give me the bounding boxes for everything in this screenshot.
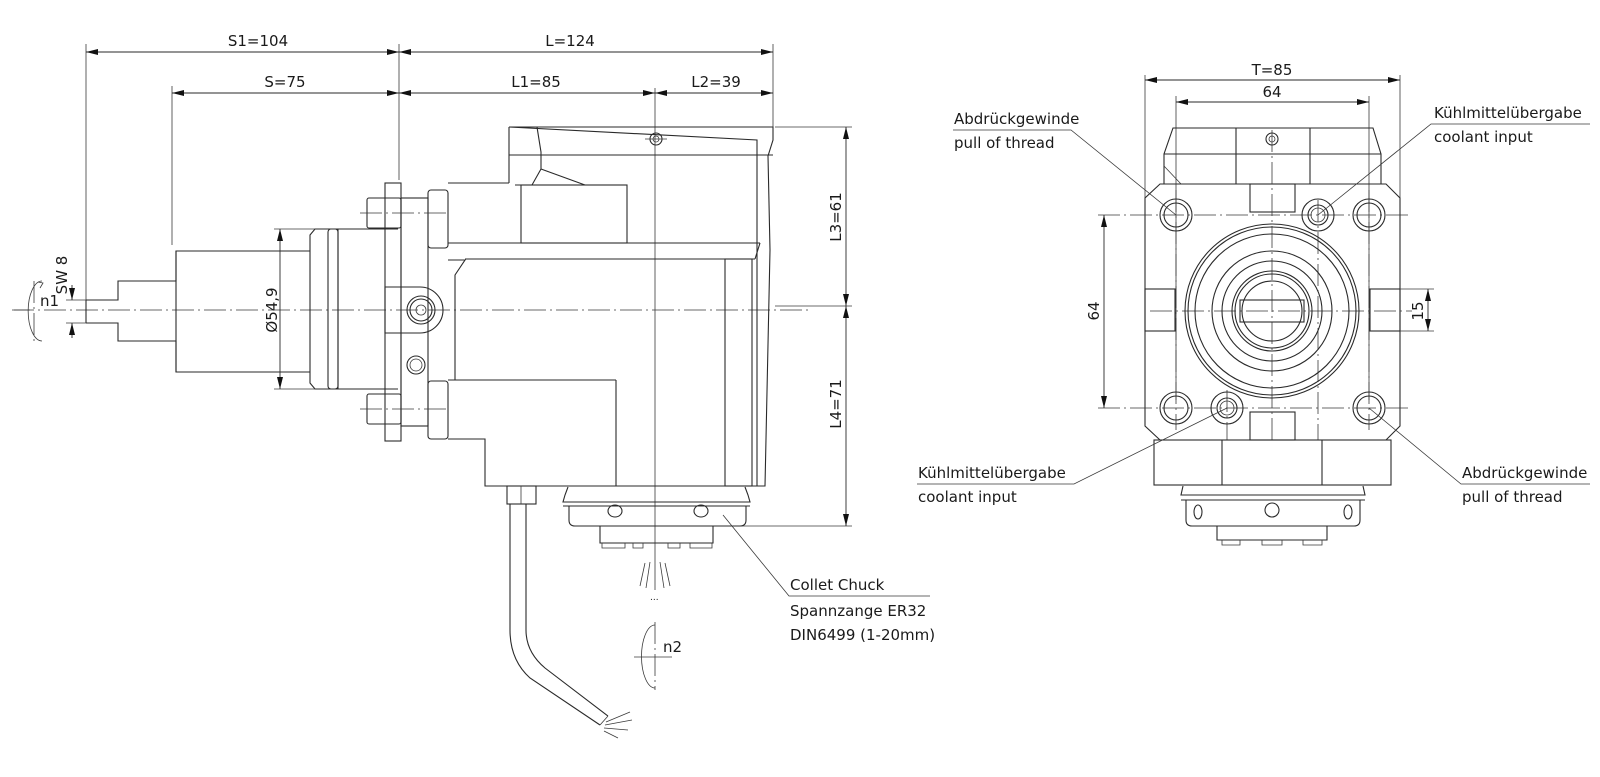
motor-block-top (1163, 127, 1382, 185)
coolant-port-icon (1210, 198, 1335, 425)
dimension-width-64: 64 (1176, 83, 1369, 105)
dimension-width-64-label: 64 (1262, 83, 1281, 101)
dimension-s-label: S=75 (264, 73, 305, 91)
dimension-diameter: Ø54,9 (263, 229, 283, 389)
callout-pull-thread-top: Abdrückgewinde pull of thread (953, 110, 1177, 216)
dimension-s: S=75 (172, 73, 399, 96)
dimension-s1: S1=104 (86, 32, 399, 55)
dimension-s1-label: S1=104 (228, 32, 288, 50)
adapter-flange (274, 228, 398, 390)
mounting-plate (360, 182, 449, 442)
dimension-t: T=85 (1145, 61, 1400, 83)
front-view: T=85 64 (917, 61, 1590, 546)
callout-collet-line1: Collet Chuck (790, 576, 885, 594)
svg-text:...: ... (650, 593, 659, 603)
dimension-slot-15-label: 15 (1409, 301, 1427, 320)
dimension-l-label: L=124 (545, 32, 595, 50)
dimension-l4-label: L4=71 (827, 379, 845, 429)
callout-line2: pull of thread (954, 134, 1055, 152)
front-collet (1153, 439, 1392, 546)
dimension-sw-label: SW 8 (53, 256, 71, 295)
cable (506, 485, 633, 739)
dimension-sw: SW 8 (53, 256, 86, 338)
callout-line2: coolant input (1434, 128, 1533, 146)
rotation-n1-label: n1 (40, 292, 59, 310)
spindle-rings (1184, 223, 1360, 399)
dimension-l4: L4=71 (827, 306, 849, 526)
collet-chuck-callout: Collet Chuck Spannzange ER32 DIN6499 (1-… (722, 514, 935, 644)
dimension-l: L=124 (399, 32, 773, 55)
callout-coolant-bottom: Kühlmittelübergabe coolant input (917, 407, 1228, 506)
dimension-height-64: 64 (1085, 215, 1107, 408)
callout-pull-thread-bottom: Abdrückgewinde pull of thread (1368, 407, 1590, 506)
dimension-l1: L1=85 (399, 73, 655, 96)
rotation-n1-icon: n1 (14, 280, 59, 345)
callout-line1: Abdrückgewinde (954, 110, 1079, 128)
dimension-t-label: T=85 (1251, 61, 1293, 79)
rotation-n2-label: n2 (663, 638, 682, 656)
dimension-l3: L3=61 (827, 127, 849, 306)
tool-bristles-icon: ... (639, 560, 671, 603)
callout-collet-line2: Spannzange ER32 (790, 602, 926, 620)
collet-chuck (562, 486, 751, 549)
callout-coolant-top: Kühlmittelübergabe coolant input (1317, 104, 1590, 216)
callout-line1: Abdrückgewinde (1462, 464, 1587, 482)
grease-nipple-icon (645, 132, 667, 146)
rotation-n2-icon: n2 (634, 622, 682, 690)
dimension-l1-label: L1=85 (511, 73, 561, 91)
dimension-slot-15: 15 (1400, 288, 1434, 332)
dimension-l2-label: L2=39 (691, 73, 741, 91)
dimension-l3-label: L3=61 (827, 192, 845, 242)
callout-line2: pull of thread (1462, 488, 1563, 506)
dimension-height-64-label: 64 (1085, 301, 1103, 320)
callout-line1: Kühlmittelübergabe (918, 464, 1066, 482)
side-view: S1=104 S=75 L=124 L1=85 L2=39 L3=61 (12, 32, 935, 739)
angle-head-housing (448, 126, 774, 487)
callout-collet-line3: DIN6499 (1-20mm) (790, 626, 935, 644)
callout-line1: Kühlmittelübergabe (1434, 104, 1582, 122)
input-shaft (85, 250, 310, 373)
dimension-l2: L2=39 (655, 73, 773, 96)
callout-line2: coolant input (918, 488, 1017, 506)
dimension-diameter-label: Ø54,9 (263, 287, 281, 332)
bolt-hole-icon (1159, 198, 1386, 425)
